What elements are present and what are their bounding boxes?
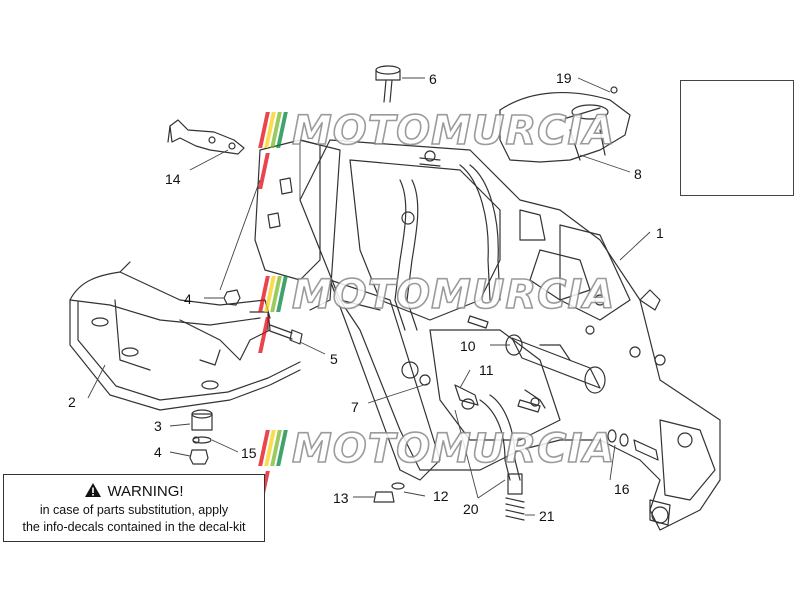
- filler-cap-part-6: [375, 65, 401, 103]
- callout-15: 15: [241, 445, 257, 461]
- callout-8: 8: [634, 166, 642, 182]
- callout-21: 21: [539, 508, 555, 524]
- watermark-stripes-1: [258, 112, 290, 189]
- hose-assembly: [394, 150, 521, 481]
- callout-4b: 4: [154, 444, 162, 460]
- frame-part-1: [299, 139, 721, 531]
- shroud-panel: [254, 139, 341, 311]
- bracket-part-14: [167, 119, 245, 155]
- detail-inset-box: [680, 80, 794, 196]
- callout-10: 10: [460, 338, 476, 354]
- warning-title-text: WARNING!: [107, 483, 184, 500]
- callout-14: 14: [165, 171, 181, 187]
- callout-3: 3: [154, 418, 162, 434]
- plug-part-13: [373, 482, 405, 503]
- warning-line-2: the info-decals contained in the decal-k…: [22, 520, 246, 534]
- spring-part-21: [505, 473, 525, 521]
- warning-title: WARNING!: [4, 482, 264, 500]
- warning-triangle-icon: [85, 483, 102, 497]
- bolt-part-16: [607, 429, 659, 461]
- callout-6: 6: [429, 71, 437, 87]
- watermark-text-2: MOTOMURCIA: [291, 271, 616, 319]
- bolt-part-5: [269, 324, 303, 345]
- warning-line-1: in case of parts substitution, apply: [39, 503, 229, 517]
- reservoir-part-10: [505, 334, 606, 409]
- callout-11: 11: [479, 362, 494, 378]
- callout-16: 16: [614, 481, 630, 497]
- callout-5: 5: [330, 351, 338, 367]
- callout-12: 12: [433, 488, 449, 504]
- warning-box: WARNING! in case of parts substitution, …: [3, 474, 265, 542]
- callout-2: 2: [68, 394, 76, 410]
- callout-19: 19: [556, 70, 572, 86]
- callout-1: 1: [656, 225, 664, 241]
- radiator-part-7: [329, 279, 441, 481]
- small-bolts: [467, 315, 541, 413]
- watermark-text-1: MOTOMURCIA: [291, 107, 616, 155]
- clamp-part-11: [454, 384, 479, 410]
- callout-13: 13: [333, 490, 349, 506]
- callout-7: 7: [351, 399, 359, 415]
- watermark-stripes-2: [258, 276, 290, 353]
- watermark-text-3: MOTOMURCIA: [291, 425, 616, 473]
- callout-4a: 4: [184, 291, 192, 307]
- watermark-stripes-3: [258, 430, 290, 507]
- callout-20: 20: [463, 501, 479, 517]
- cover-part-8: [499, 86, 631, 163]
- rubber-mount-part-3: [191, 409, 213, 444]
- leader-lines: [87, 77, 751, 516]
